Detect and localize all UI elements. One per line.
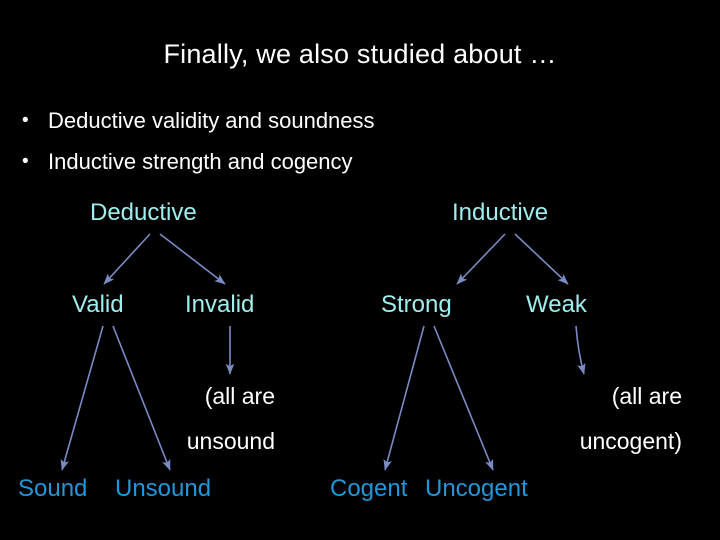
bullet-icon: • [22,110,29,131]
connector-strong-uncogent [433,325,494,471]
tree-node-sound[interactable]: Sound [18,475,88,502]
connector-deductive-invalid [159,233,226,285]
annotation-unsound-line-1: (all are [204,383,275,409]
connector-weak-uncogent-note [575,325,586,375]
tree-node-invalid[interactable]: Invalid [185,291,255,318]
list-item: • Deductive validity and soundness [18,100,538,141]
page-title: Finally, we also studied about … [163,39,557,69]
connector-strong-cogent [383,325,425,471]
annotation-uncogent: (all are uncogent) [490,374,682,464]
tree-node-deductive[interactable]: Deductive [90,199,197,226]
tree-node-strong[interactable]: Strong [381,291,452,318]
tree-node-valid[interactable]: Valid [72,291,124,318]
tree-node-cogent[interactable]: Cogent [330,475,408,502]
tree-node-uncogent[interactable]: Uncogent [425,475,528,502]
list-item-label: Deductive validity and soundness [48,108,375,133]
list-item: • Inductive strength and cogency [18,141,538,182]
connector-inductive-weak [514,233,569,285]
list-item-label: Inductive strength and cogency [48,149,353,174]
tree-node-inductive[interactable]: Inductive [452,199,549,226]
bullet-list: • Deductive validity and soundness • Ind… [18,100,538,182]
annotation-unsound-line-2: unsound [186,428,275,454]
annotation-uncogent-line-1: (all are [611,383,682,409]
annotation-unsound: (all are unsound [95,374,275,464]
connector-inductive-strong [456,233,506,285]
connector-deductive-valid [103,233,151,285]
annotation-uncogent-line-2: uncogent) [579,428,682,454]
tree-node-unsound[interactable]: Unsound [115,475,212,502]
bullet-icon: • [22,151,29,172]
tree-node-weak[interactable]: Weak [526,291,587,318]
